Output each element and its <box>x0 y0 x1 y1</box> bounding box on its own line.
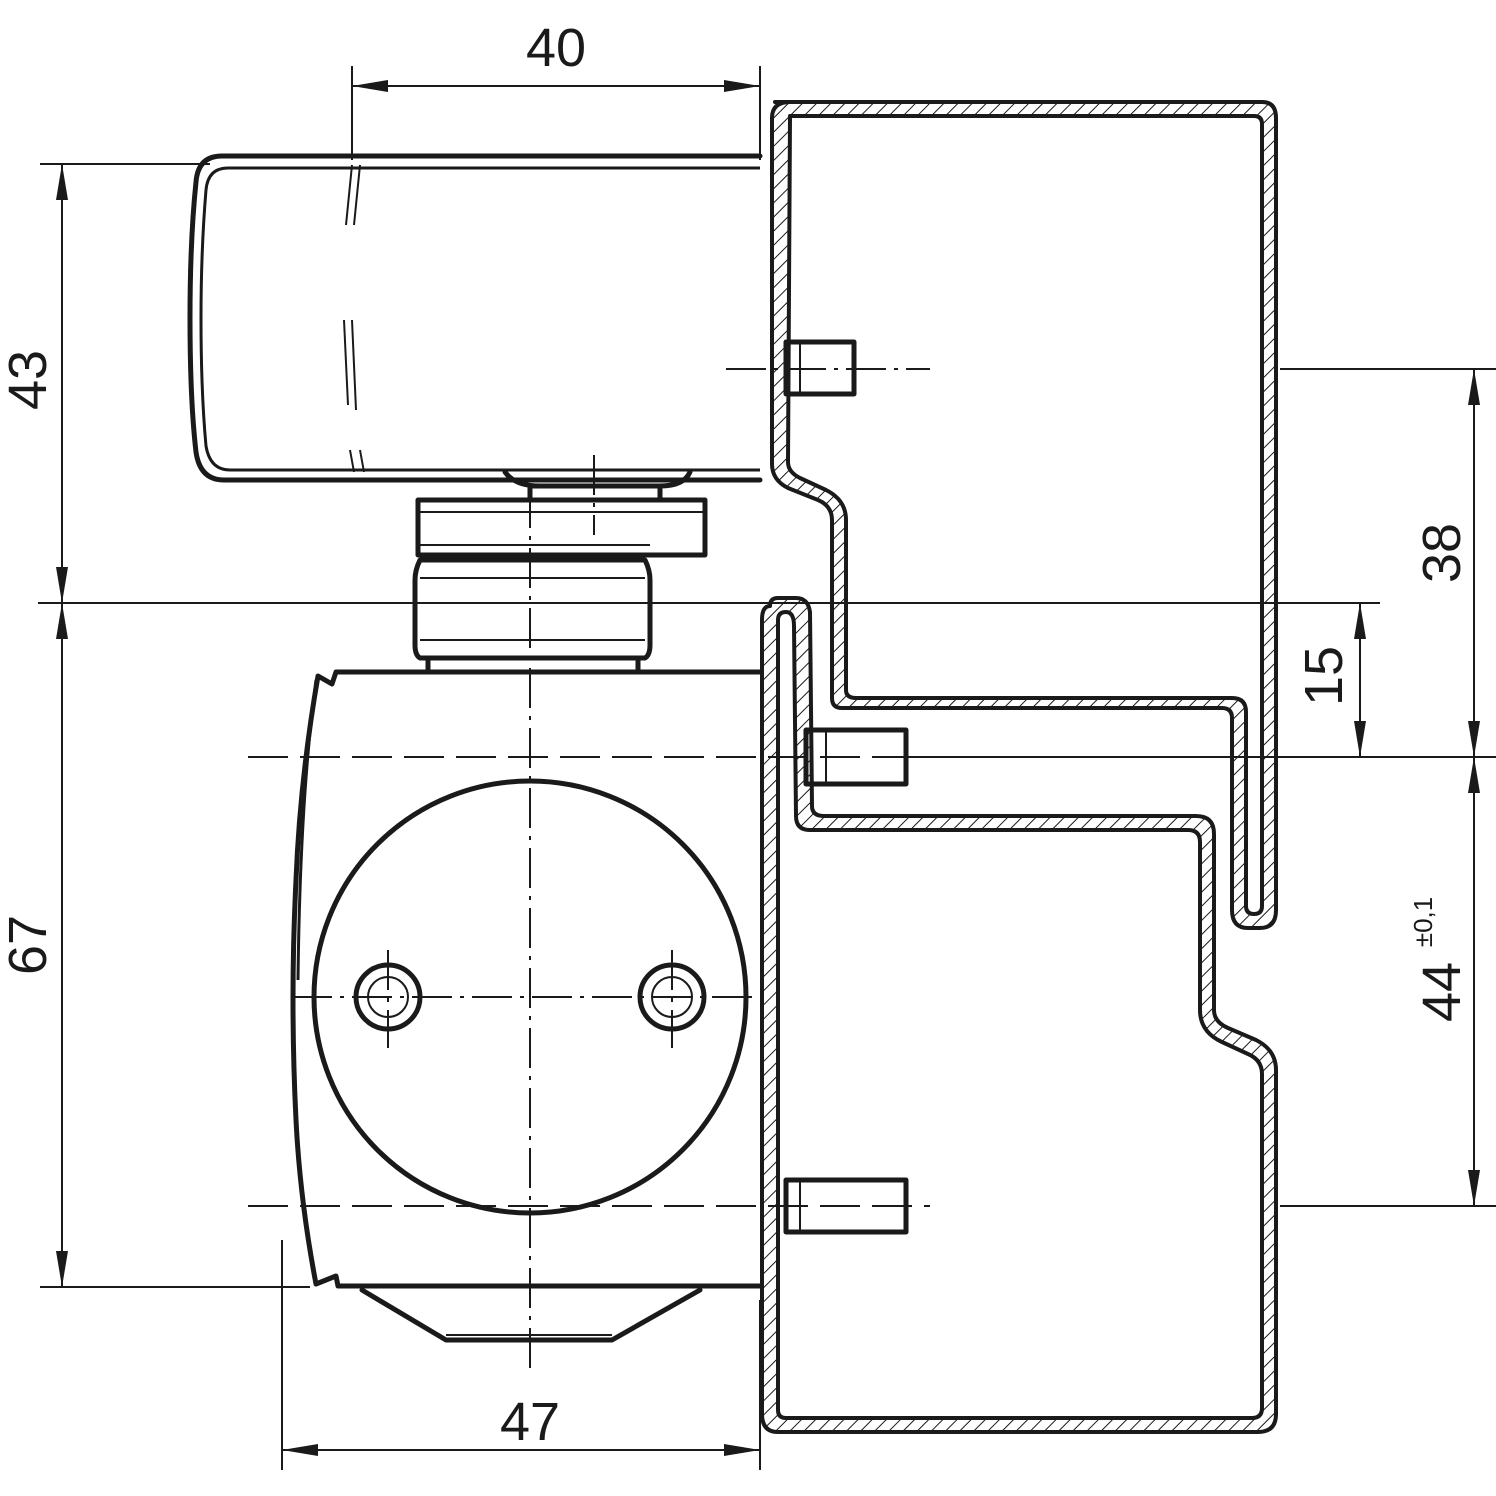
dim-right-lower: 44 <box>1412 962 1472 1022</box>
dim-right-lower-tolerance: ±0,1 <box>1408 897 1438 947</box>
pivot-assembly <box>412 469 708 675</box>
dim-left-upper-height: 43 <box>0 350 58 410</box>
frame-profile-section <box>760 100 1278 1434</box>
dim-top-width: 40 <box>526 18 586 78</box>
dim-left-lower-height: 67 <box>0 915 58 975</box>
dim-right-middle: 15 <box>1294 646 1354 706</box>
upper-hinge-body <box>187 153 763 483</box>
dim-right-upper: 38 <box>1412 523 1472 583</box>
dimension-lines <box>38 66 1496 1470</box>
dim-bottom-width: 47 <box>500 1392 560 1452</box>
construction-lines <box>248 368 930 1370</box>
lower-hinge-body <box>290 669 763 1343</box>
